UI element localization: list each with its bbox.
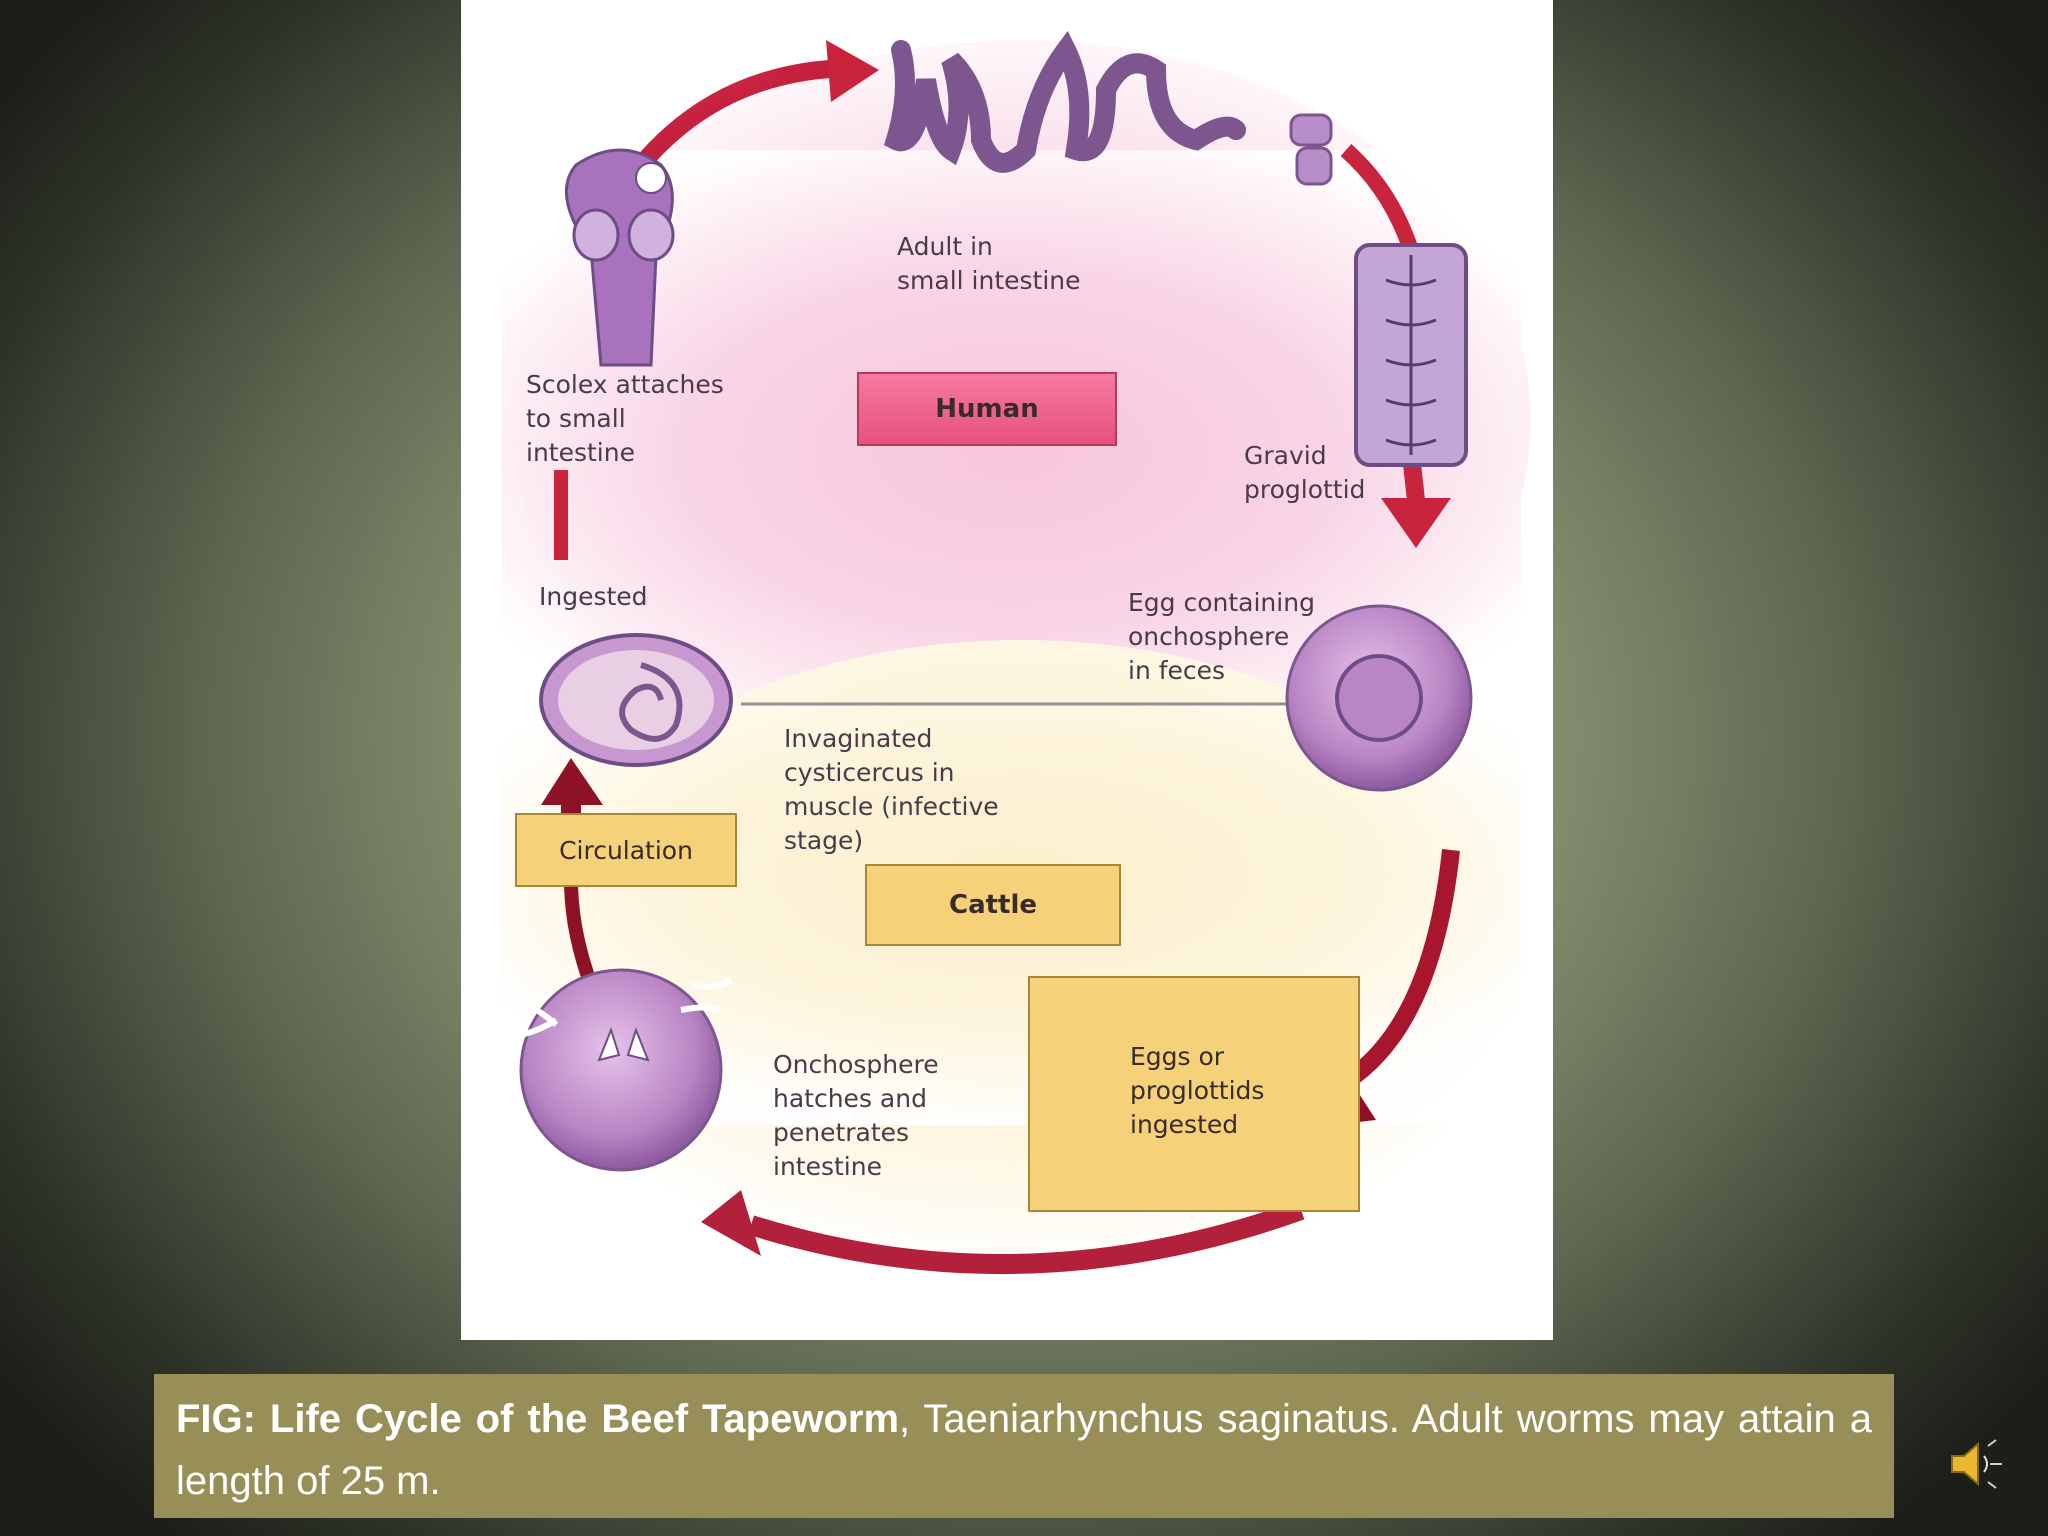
cysticercus [539, 633, 733, 767]
label-onchosphere: Onchosphere hatches and penetrates intes… [773, 1050, 939, 1181]
scolex [564, 148, 675, 367]
box-human: Human [857, 372, 1117, 446]
label-egg: Egg containing onchosphere in feces [1128, 588, 1315, 685]
life-cycle-diagram: Adult in small intestine Scolex attaches… [461, 0, 1553, 1340]
box-circulation: Circulation [515, 813, 737, 887]
box-cattle: Cattle [865, 864, 1121, 946]
onchosphere [514, 968, 733, 1172]
gravid-proglottid [1354, 243, 1468, 467]
arrow-cattle-to-onchosphere [748, 1200, 1305, 1275]
adult-worm [884, 31, 1333, 186]
arrow-scolex-to-adult [634, 59, 852, 171]
arrow-cattle-to-onchosphere-head [701, 1190, 761, 1256]
egg [1285, 604, 1473, 792]
arrow-onchosphere-to-circulation [564, 879, 598, 988]
label-gravid: Gravid proglottid [1244, 441, 1366, 504]
label-scolex: Scolex attaches to small intestine [526, 370, 724, 467]
label-cysticercus: Invaginated cysticercus in muscle (infec… [784, 724, 999, 855]
diagram-art [501, 31, 1531, 1280]
caption-title: FIG: Life Cycle of the Beef Tapeworm [176, 1397, 900, 1441]
arrow-circulation-to-cyst-head [541, 758, 603, 805]
arrow-adult-to-gravid [1340, 144, 1419, 253]
box-eggs-ingested: Eggs or proglottids ingested [1028, 976, 1360, 1212]
label-ingested: Ingested [539, 582, 648, 611]
arrow-gravid-to-egg-head [1381, 498, 1451, 548]
arrow-scolex-to-adult-head [826, 40, 879, 102]
figure-caption: FIG: Life Cycle of the Beef Tapeworm, Ta… [154, 1374, 1894, 1518]
arrow-circulation-to-cyst-shaft [561, 790, 581, 815]
caption-text: , Taeniarhynchus saginatus. Adult worms … [176, 1397, 1872, 1503]
speaker-icon[interactable] [1944, 1432, 2008, 1496]
label-adult: Adult in small intestine [897, 232, 1081, 295]
